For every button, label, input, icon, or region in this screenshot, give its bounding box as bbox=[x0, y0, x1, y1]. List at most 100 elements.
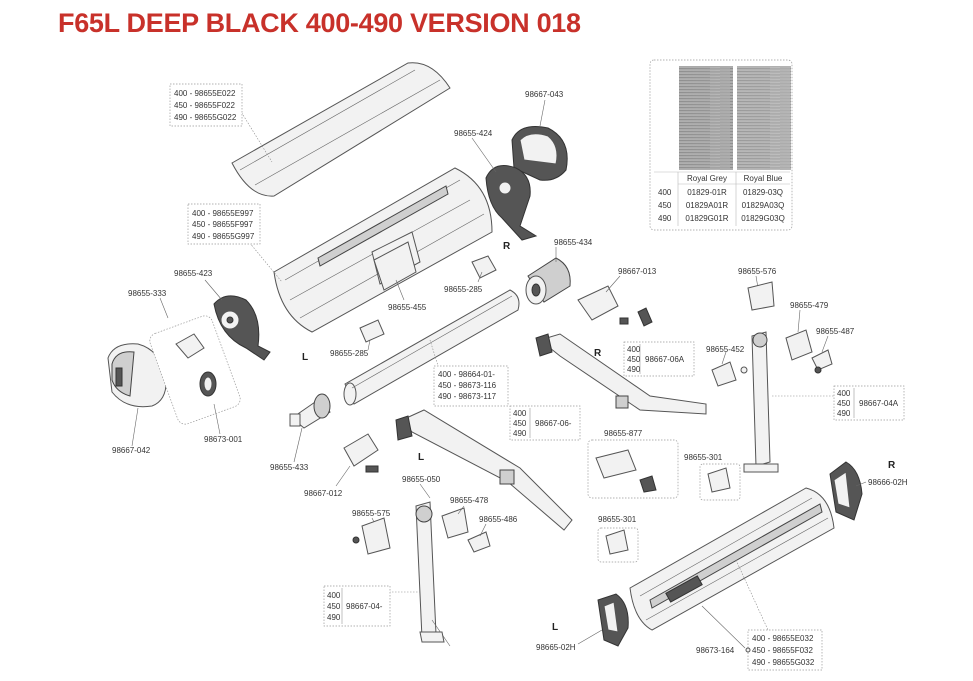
size-value: 490 bbox=[627, 365, 641, 374]
left-support-leg-part bbox=[415, 501, 451, 647]
right-support-leg-part bbox=[743, 331, 779, 473]
callout-line: 400 - 98655E032 bbox=[752, 634, 814, 643]
part-number-label: 98667-013 bbox=[618, 267, 657, 276]
part-number-label: 98655-285 bbox=[330, 349, 369, 358]
left-arm-part bbox=[395, 409, 573, 531]
side-label-left: L bbox=[302, 352, 308, 363]
fixing-kit-part bbox=[707, 467, 731, 493]
size-value: 400 bbox=[327, 591, 341, 600]
part-number-label: 98667-042 bbox=[112, 446, 151, 455]
part-number-label: 98667-012 bbox=[304, 489, 343, 498]
size-value: 400 bbox=[837, 389, 851, 398]
size-value: 450 bbox=[327, 602, 341, 611]
plate-part bbox=[711, 361, 748, 387]
leg-top-bracket-part bbox=[352, 517, 391, 555]
side-label-left: L bbox=[418, 452, 424, 463]
callout-line: 490 - 98655G032 bbox=[752, 658, 815, 667]
side-label-right: R bbox=[503, 241, 511, 252]
right-bracket-part bbox=[485, 165, 538, 241]
awning-case-part bbox=[273, 167, 493, 333]
part-number-label: 98655-877 bbox=[604, 429, 643, 438]
right-arm-part bbox=[535, 333, 707, 415]
part-number-label: 98655-433 bbox=[270, 463, 309, 472]
callout-line: 490 - 98655G997 bbox=[192, 232, 255, 241]
left-arm-bracket-part bbox=[343, 433, 379, 473]
knob-part bbox=[811, 349, 833, 374]
part-number-label: 98667-043 bbox=[525, 90, 564, 99]
leg-clamp-part bbox=[785, 329, 813, 361]
part-number-label: 98667-06- bbox=[535, 419, 572, 428]
part-number-label: 98655-487 bbox=[816, 327, 855, 336]
royal-blue-swatch bbox=[737, 66, 791, 170]
part-number-label: 98655-434 bbox=[554, 238, 593, 247]
part-number-label: 98655-050 bbox=[402, 475, 441, 484]
leg-clamp-part bbox=[441, 507, 469, 539]
right-end-cap-part bbox=[511, 126, 568, 181]
callout-line: 400 - 98664-01- bbox=[438, 370, 495, 379]
right-arm-bracket-part bbox=[577, 285, 653, 327]
callout-line: 400 - 98655E997 bbox=[192, 209, 254, 218]
part-number-label: 98655-423 bbox=[174, 269, 213, 278]
callout-line: 490 - 98655G022 bbox=[174, 113, 237, 122]
part-number-label: 98667-04A bbox=[859, 399, 899, 408]
part-number-label: 98655-478 bbox=[450, 496, 489, 505]
part-number-label: 98655-424 bbox=[454, 129, 493, 138]
fabric-blue-code: 01829G03Q bbox=[741, 214, 785, 223]
fabric-header-grey: Royal Grey bbox=[687, 174, 727, 183]
left-bracket-part bbox=[213, 295, 271, 361]
bearing-part bbox=[289, 393, 331, 429]
fabric-grey-code: 01829-01R bbox=[687, 188, 727, 197]
side-label-left: L bbox=[552, 622, 558, 633]
part-number-label: 98655-479 bbox=[790, 301, 829, 310]
part-number-label: 98667-06A bbox=[645, 355, 685, 364]
side-label-right: R bbox=[594, 348, 602, 359]
part-number-label: 98673-001 bbox=[204, 435, 243, 444]
callout-line: 400 - 98655E022 bbox=[174, 89, 236, 98]
part-number-label: 98655-486 bbox=[479, 515, 518, 524]
part-number-label: 98673-164 bbox=[696, 646, 735, 655]
size-value: 450 bbox=[627, 355, 641, 364]
hinge-kit-part bbox=[595, 449, 657, 493]
callout-line: 490 - 98673-117 bbox=[438, 392, 497, 401]
part-number-label: 98666-02H bbox=[868, 478, 908, 487]
size-value: 490 bbox=[327, 613, 341, 622]
part-number-label: 98665-02H bbox=[536, 643, 576, 652]
leg-bracket-part bbox=[747, 281, 775, 311]
fabric-blue-code: 01829A03Q bbox=[742, 201, 785, 210]
part-number-label: 98655-285 bbox=[444, 285, 483, 294]
part-number-label: 98655-452 bbox=[706, 345, 745, 354]
callout-line: 450 - 98655F997 bbox=[192, 220, 253, 229]
royal-grey-swatch bbox=[679, 66, 733, 170]
part-number-label: 98667-04- bbox=[346, 602, 383, 611]
fabric-size: 400 bbox=[658, 188, 672, 197]
fabric-grey-code: 01829G01R bbox=[685, 214, 728, 223]
fabric-swatch-panel: Royal Grey Royal Blue 400 01829-01R 0182… bbox=[649, 59, 793, 231]
part-number-label: 98655-301 bbox=[684, 453, 723, 462]
right-front-cap-part bbox=[829, 461, 863, 521]
fabric-blue-code: 01829-03Q bbox=[743, 188, 783, 197]
front-bar-part bbox=[629, 487, 835, 631]
left-cover-part bbox=[107, 343, 167, 408]
size-value: 490 bbox=[837, 409, 851, 418]
callout-line: 450 - 98673-116 bbox=[438, 381, 497, 390]
part-number-label: 98655-333 bbox=[128, 289, 167, 298]
crank-part bbox=[175, 333, 217, 397]
front-cover-part bbox=[231, 62, 451, 197]
size-value: 400 bbox=[513, 409, 527, 418]
size-value: 450 bbox=[837, 399, 851, 408]
fabric-header-blue: Royal Blue bbox=[744, 174, 783, 183]
fabric-size: 450 bbox=[658, 201, 672, 210]
part-number-label: 98655-575 bbox=[352, 509, 391, 518]
knob-part bbox=[467, 531, 491, 553]
callout-line: 450 - 98655F022 bbox=[174, 101, 235, 110]
page-title: F65L DEEP BLACK 400-490 VERSION 018 bbox=[58, 8, 581, 38]
side-label-right: R bbox=[888, 460, 896, 471]
fixing-kit-part bbox=[605, 529, 629, 555]
size-value: 450 bbox=[513, 419, 527, 428]
callout-line: 450 - 98655F032 bbox=[752, 646, 813, 655]
size-value: 490 bbox=[513, 429, 527, 438]
part-number-label: 98655-455 bbox=[388, 303, 427, 312]
spring-drum-part bbox=[525, 257, 571, 305]
size-value: 400 bbox=[627, 345, 641, 354]
